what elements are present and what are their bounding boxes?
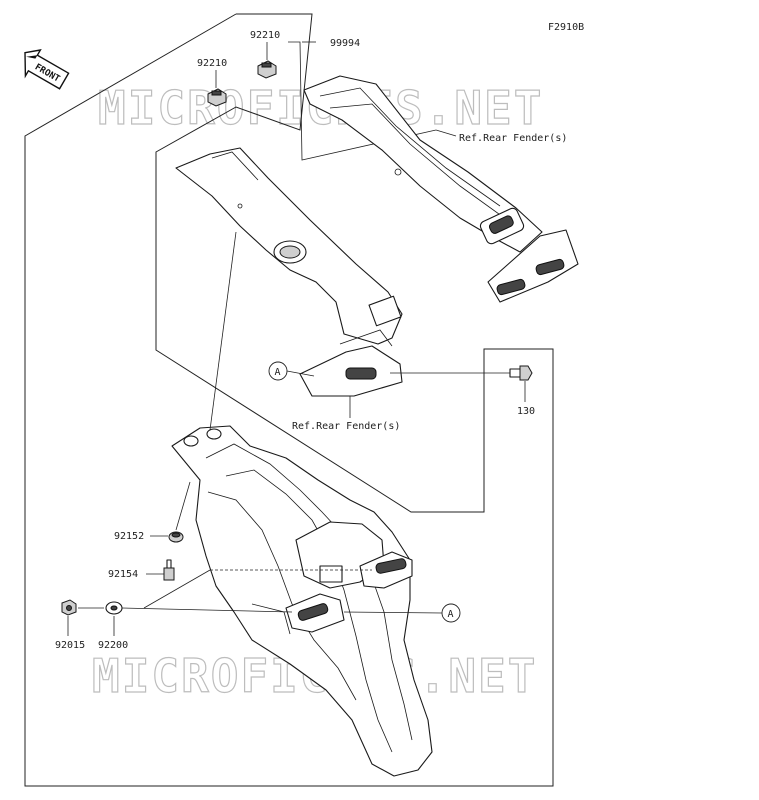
label-nut-92210-left: 92210 — [197, 58, 227, 69]
bolt-130: 130 — [390, 365, 535, 417]
label-grommet-92152: 92152 — [114, 531, 144, 542]
nut-92210-right: 92210 — [250, 30, 280, 79]
label-nut-92210-right: 92210 — [250, 30, 280, 41]
callout-a-lower: A — [343, 603, 461, 623]
callout-a-upper: A — [268, 361, 315, 381]
figure-code: F2910B — [548, 22, 584, 33]
label-bolt-130: 130 — [517, 406, 535, 417]
svg-text:A: A — [448, 609, 454, 620]
screw-92154: 92154 — [108, 559, 175, 581]
label-ref-upper: Ref.Rear Fender(s) — [459, 133, 567, 144]
label-washer-92200: 92200 — [98, 640, 128, 651]
rear-fender — [171, 425, 433, 777]
washer-92200: 92200 — [98, 601, 128, 651]
kit-bracket: 99994 — [288, 38, 437, 161]
middle-bracket — [175, 147, 403, 397]
svg-text:A: A — [275, 367, 281, 378]
grommet-92152: 92152 — [114, 531, 184, 543]
diagram-frame — [24, 13, 554, 787]
label-kit-99994: 99994 — [330, 38, 360, 49]
nut-92015: 92015 — [55, 599, 85, 651]
label-ref-lower: Ref.Rear Fender(s) — [292, 421, 400, 432]
label-nut-92015: 92015 — [55, 640, 85, 651]
front-arrow-icon: FRONT — [24, 49, 70, 90]
nut-92210-left: 92210 — [197, 58, 227, 107]
label-screw-92154: 92154 — [108, 569, 138, 580]
upper-fender-bracket — [303, 75, 579, 303]
